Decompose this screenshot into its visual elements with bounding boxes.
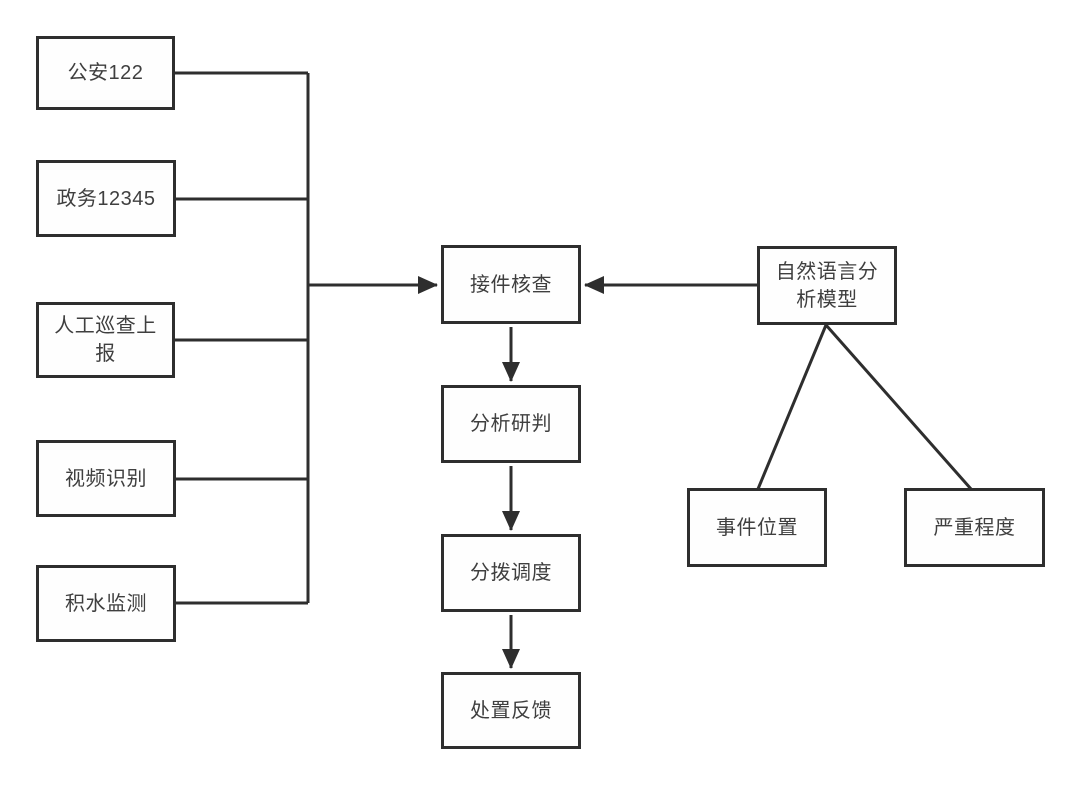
node-video-recognition: 视频识别 [36,440,176,517]
node-event-location: 事件位置 [687,488,827,567]
node-severity-level: 严重程度 [904,488,1045,567]
edge-nlp-model-event-location [756,324,828,490]
node-police-122: 公安122 [36,36,175,110]
node-handling-feedback-label: 处置反馈 [470,699,552,722]
node-manual-patrol-report: 人工巡查上报 [36,302,175,378]
node-intake-check-label: 接件核查 [470,273,552,296]
node-nlp-model-label: 自然语言分析模型 [775,260,879,311]
node-severity-level-label: 严重程度 [933,516,1016,539]
node-dispatch-scheduling: 分拨调度 [441,534,581,612]
edge-nlp-model-severity [824,324,973,490]
node-gov-12345: 政务12345 [36,160,176,237]
node-analysis-judgment: 分析研判 [441,385,581,463]
node-water-monitoring: 积水监测 [36,565,176,642]
node-event-location-label: 事件位置 [716,516,798,539]
node-gov-12345-label: 政务12345 [56,187,156,210]
node-dispatch-scheduling-label: 分拨调度 [470,562,552,584]
node-police-122-label: 公安122 [67,62,144,84]
node-water-monitoring-label: 积水监测 [65,592,147,615]
node-handling-feedback: 处置反馈 [441,672,581,749]
node-manual-patrol-report-label: 人工巡查上报 [54,315,157,365]
node-intake-check: 接件核查 [441,245,581,324]
node-analysis-judgment-label: 分析研判 [470,413,552,435]
node-nlp-model: 自然语言分析模型 [757,246,897,325]
node-video-recognition-label: 视频识别 [65,467,147,490]
